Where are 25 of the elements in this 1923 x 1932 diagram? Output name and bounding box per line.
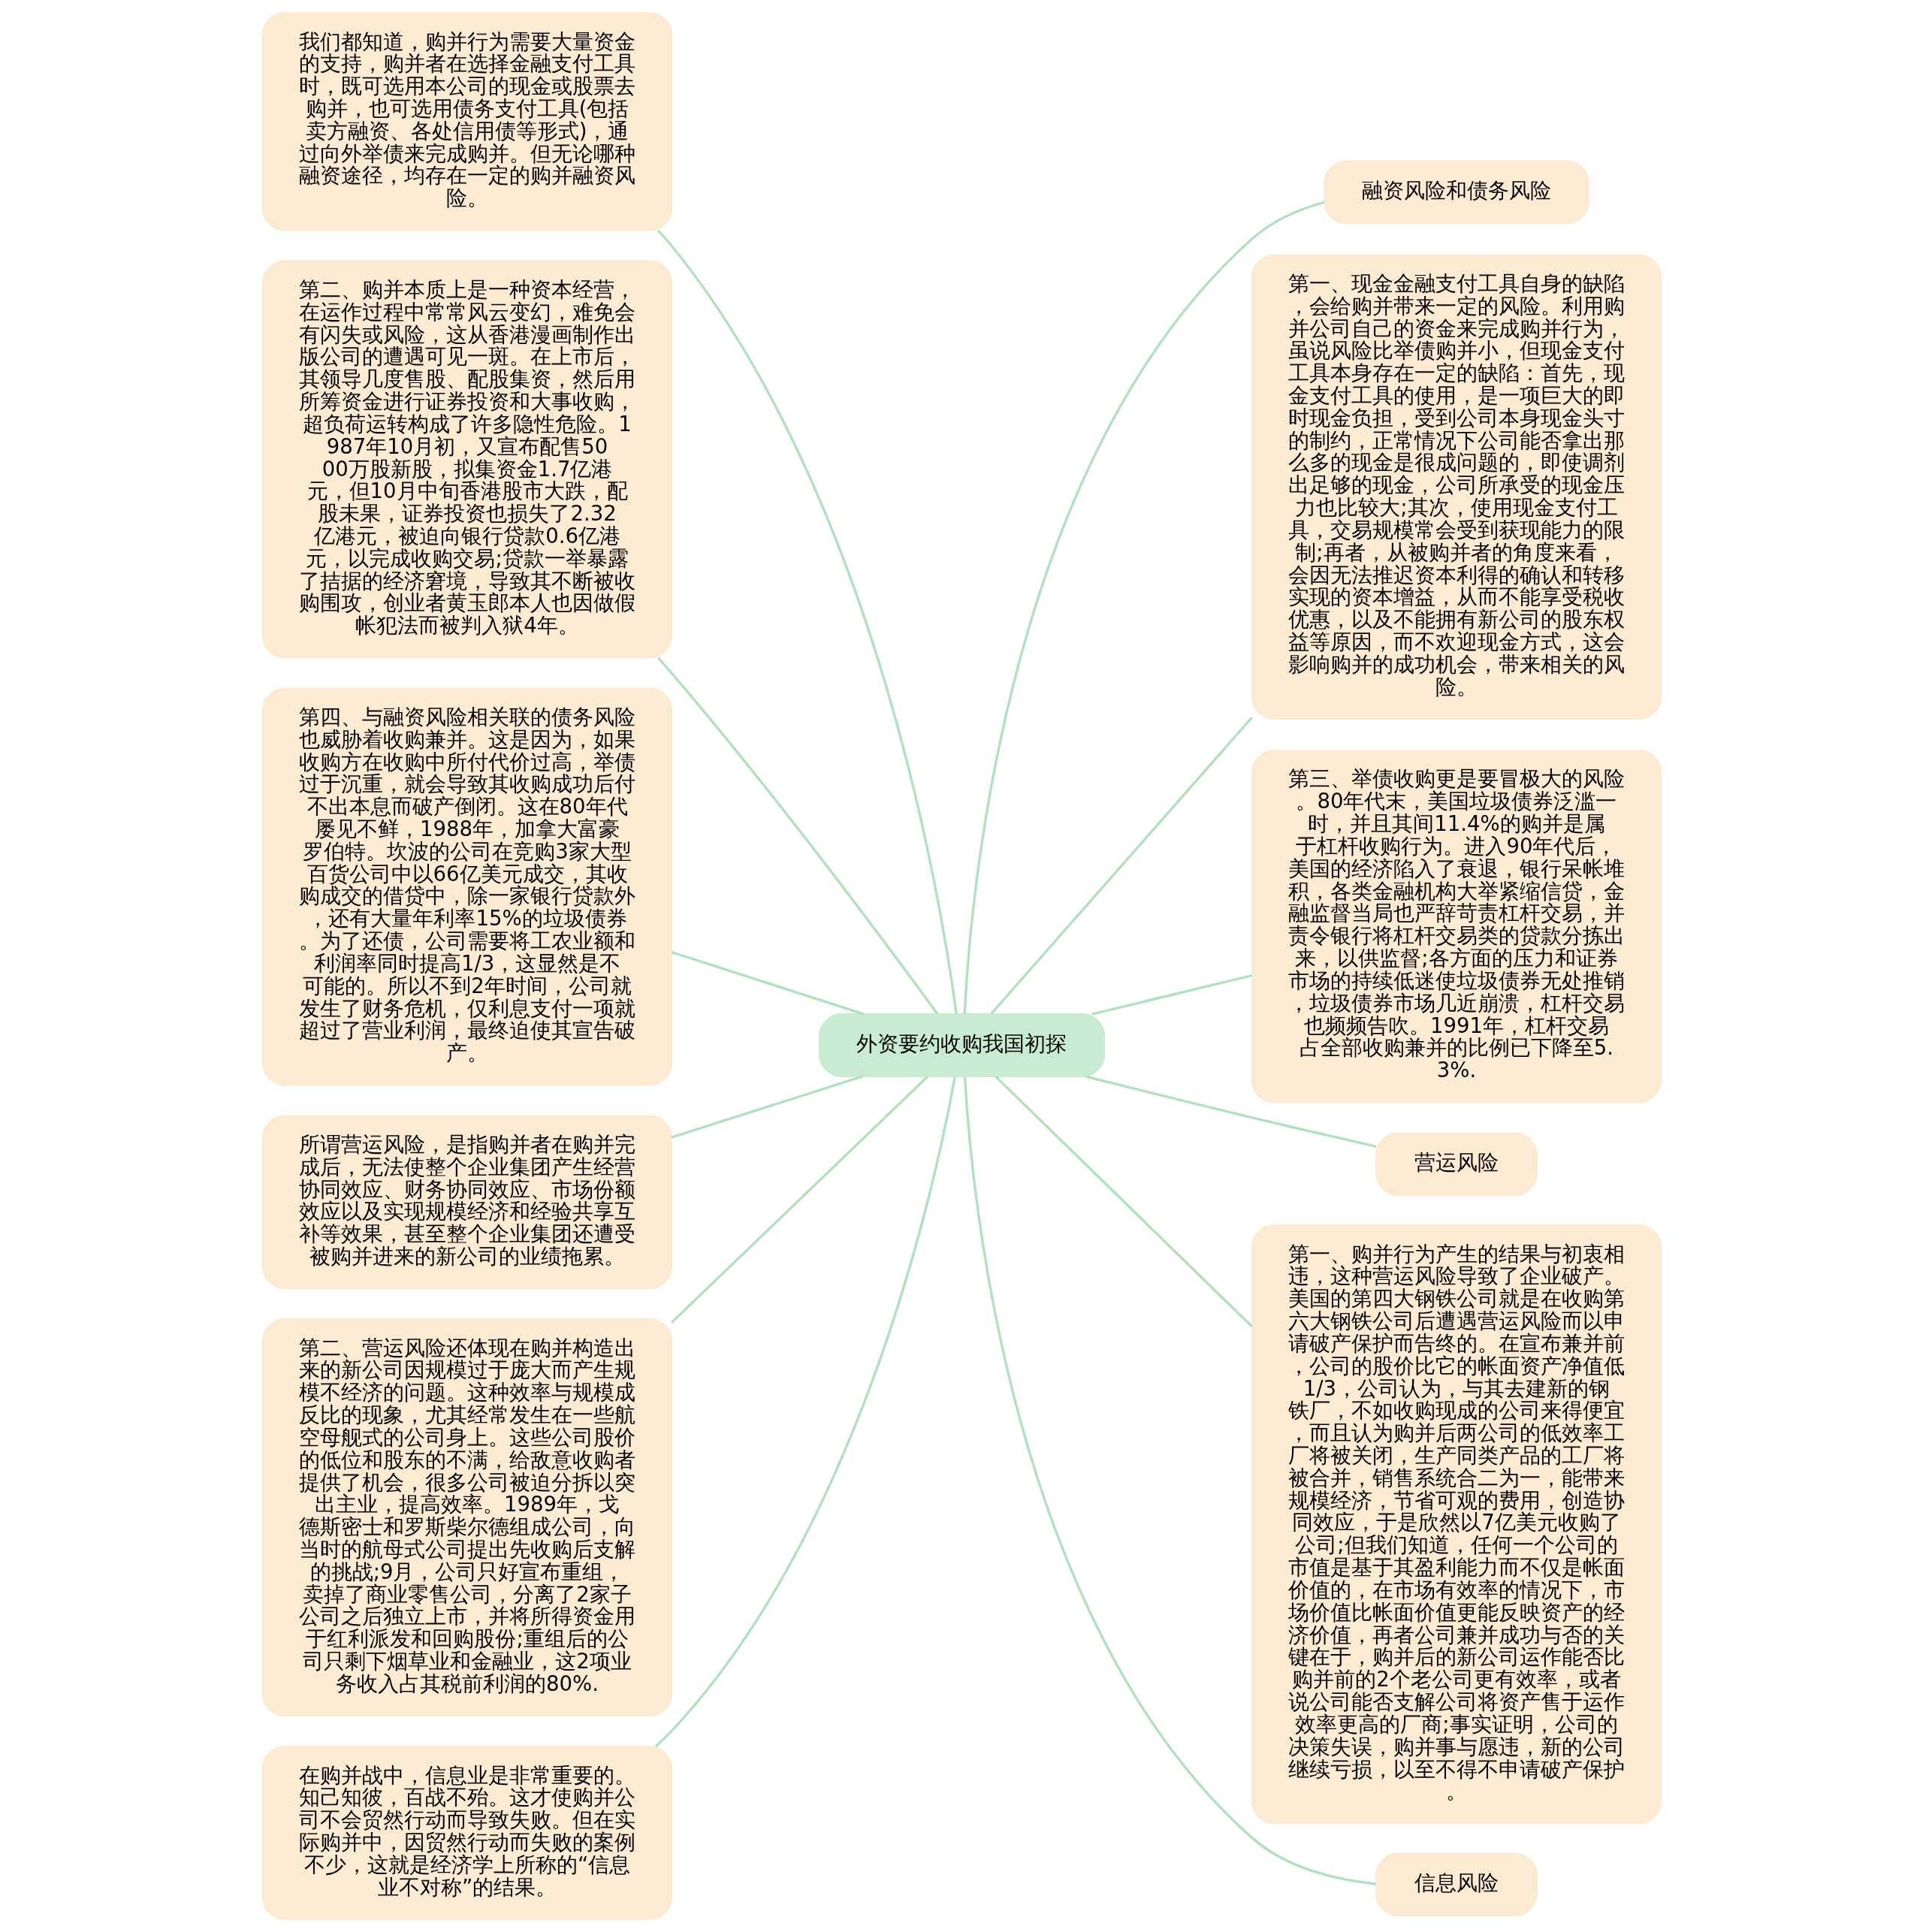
connector bbox=[1085, 1075, 1377, 1149]
node-box: 第三、举债收购更是要冒极大的风险。80年代末，美国垃圾债券泛滥一时，并且其间11.4%的购并是属于杠杆收购行为。进入90年代后，美国的经济陷入了衰退，银行呆帐堆积，各类金融机构大举紧缩信贷，金融监督当局也严辞苛责杠杆交易，并责令银行将杠杆交易类的贷款分拣出来，以供监督;各方面的压力和证券市场的持续低迷使垃圾债券无处推销，垃圾债券市场几近崩溃，杠杆交易也频频告吹。1991年，杠杆交易占全部收购兼并的比例已下降至5.3%. bbox=[1251, 750, 1662, 1103]
connector bbox=[995, 1076, 1253, 1328]
connector bbox=[1091, 974, 1252, 1016]
node-box: 第一、购并行为产生的结果与初衷相违，这种营运风险导致了企业破产。美国的第四大钢铁公司就是在收购第六大钢铁公司后遭遇营运风险而以申请破产保护而告终的。在宣布兼并前，公司的股价比它的帐面资产净值低1/3，公司认为，与其去建新的钢铁厂，不如收购现成的公司来得便宜，而且认为购并后两公司的低效率工厂将被关闭，生产同类产品的工厂将被合并，销售系统合二为一，能带来规模经济，节省可观的费用，创造协同效应，于是欣然以7亿美元收购了公司;但我们知道，任何一个公司的市值是基于其盈利能力而不仅是帐面价值的，在市场有效率的情况下，市场价值比帐面价值更能反映资产的经济价值，再者公司兼并成功与否的关键在于，购并后的新公司运作能否比购并前的2个老公司更有效率，或者说公司能否支解公司将资产售于运作效率更高的厂商;事实证明，公司的决策失误，购并事与愿违，新的公司继续亏损，以至不得不申请破产保护。 bbox=[1251, 1224, 1662, 1825]
connector bbox=[962, 201, 1325, 1014]
node-box: 我们都知道，购并行为需要大量资金的支持，购并者在选择金融支付工具时，既可选用本公司的现金或股票去购并，也可选用债务支付工具(包括卖方融资、各处信用债等形式)，通过向外举债来完成购并。但无论哪种融资途径，均存在一定的购并融资风险。 bbox=[261, 12, 672, 231]
node-box: 营运风险 bbox=[1375, 1132, 1538, 1197]
node-box: 融资风险和债务风险 bbox=[1323, 160, 1589, 225]
connector bbox=[656, 229, 958, 1015]
connector bbox=[654, 1076, 956, 1748]
connector bbox=[671, 950, 865, 1016]
node-box: 所谓营运风险，是指购并者在购并完成后，无法使整个企业集团产生经营协同效应、财务协同效应、市场份额效应以及实现规模经济和经验共享互补等效果，甚至整个企业集团还遭受被购并进来的新公司的业绩拖累。 bbox=[261, 1115, 672, 1290]
node-box: 外资要约收购我国初探 bbox=[818, 1013, 1105, 1077]
node-box: 第四、与融资风险相关联的债务风险也威胁着收购兼并。这是因为，如果收购方在收购中所付代价过高，举债过于沉重，就会导致其收购成功后付不出本息而破产倒闭。这在80年代屡见不鲜，1988年，加拿大富豪罗伯特。坎波的公司在竞购3家大型百货公司中以66亿美元成交，其收购成交的借贷中，除一家银行贷款外，还有大量年利率15%的垃圾债券。为了还债，公司需要将工农业额和利润率同时提高1/3，这显然是不可能的。所以不到2年时间，公司就发生了财务危机，仅利息支付一项就超过了营业利润，最终迫使其宣告破产。 bbox=[261, 687, 672, 1086]
connector bbox=[963, 1076, 1376, 1885]
node-box: 在购并战中，信息业是非常重要的。知己知彼，百战不殆。这才使购并公司不会贸然行动而导致失败。但在实际购并中，因贸然行动而失败的案例不少，这就是经济学上所称的“信息业不对称”的结果。 bbox=[261, 1746, 672, 1920]
connector bbox=[670, 1075, 928, 1324]
node-box: 第二、营运风险还体现在购并构造出来的新公司因规模过于庞大而产生规模不经济的问题。这种效率与规模成反比的现象，尤其经常发生在一些航空母舰式的公司身上。这些公司股价的低位和股东的不满，给敌意收购者提供了机会，很多公司被迫分拆以突出主业，提高效率。1989年，戈德斯密士和罗斯柴尔德组成公司，向当时的航母式公司提出先收购后支解的挑战;9月，公司只好宣布重组，卖掉了商业零售公司，分离了2家子公司之后独立上市，并将所得资金用于红利派发和回购股份;重组后的公司只剩下烟草业和金融业，这2项业务收入占其税前利润的80%. bbox=[261, 1318, 672, 1717]
connector bbox=[671, 1075, 863, 1139]
connector bbox=[990, 717, 1253, 1015]
node-box: 第一、现金金融支付工具自身的缺陷，会给购并带来一定的风险。利用购并公司自己的资金来完成购并行为，虽说风险比举债购并小，但现金支付工具本身存在一定的缺陷：首先，现金支付工具的使用，是一项巨大的即时现金负担，受到公司本身现金头寸的制约，正常情况下公司能否拿出那么多的现金是很成问题的，即使调剂出足够的现金，公司所承受的现金压力也比较大;其次，使用现金支付工具，交易规模常会受到获现能力的限制;再者，从被购并者的角度来看，会因无法推迟资本利得的确认和转移实现的资本增益，从而不能享受税收优惠，以及不能拥有新公司的股东权益等原因，而不欢迎现金方式，这会影响购并的成功机会，带来相关的风险。 bbox=[1251, 254, 1662, 720]
node-box: 信息风险 bbox=[1375, 1852, 1538, 1917]
node-box: 第二、购并本质上是一种资本经营，在运作过程中常常风云变幻，难免会有闪失或风险，这从香港漫画制作出版公司的遭遇可见一斑。在上市后，其领导几度售股、配股集资，然后用所筹资金进行证券投资和大事收购，超负荷运转构成了许多隐性危险。1987年10月初，又宣布配售5000万股新股，拟集资金1.7亿港元，但10月中旬香港股市大跌，配股未果，证券投资也损失了2.32亿港元，被迫向银行贷款0.6亿港元，以完成收购交易;贷款一举暴露了拮据的经济窘境，导致其不断被收购围攻，创业者黄玉郎本人也因做假帐犯法而被判入狱4年。 bbox=[261, 260, 672, 659]
connector bbox=[657, 657, 939, 1015]
